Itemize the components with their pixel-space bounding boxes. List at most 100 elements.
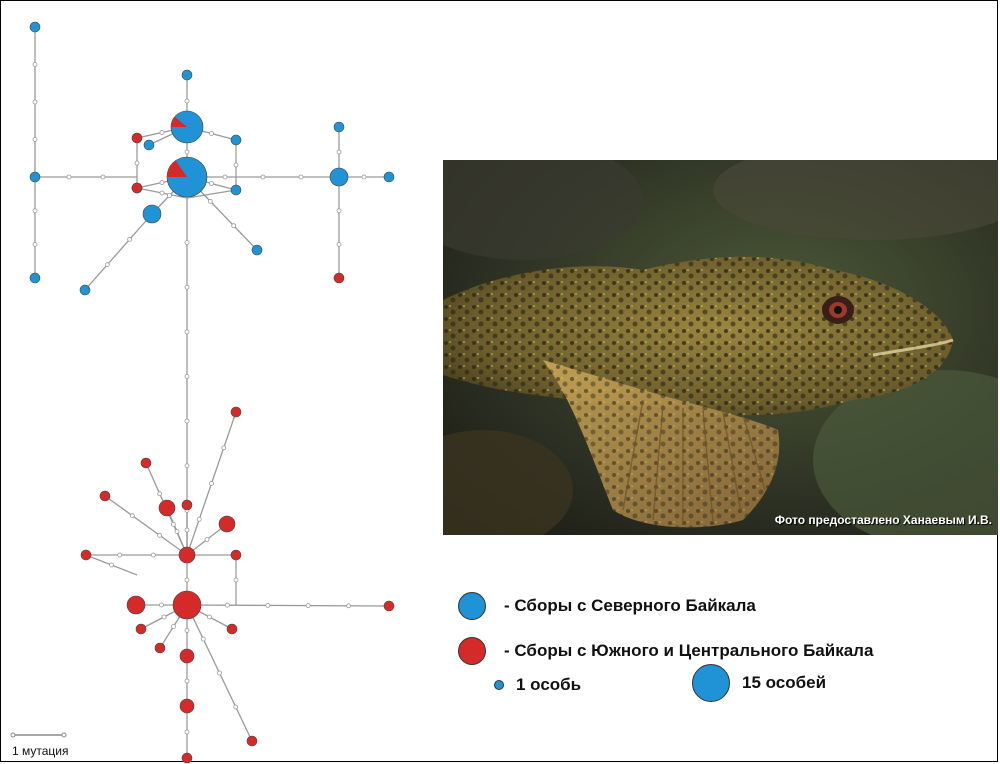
mutation-vertex bbox=[222, 446, 226, 450]
mutation-vertex bbox=[210, 482, 214, 486]
small-circle-icon bbox=[494, 680, 504, 690]
haplotype-node-n_left_bottom bbox=[30, 273, 40, 283]
north-circle-icon bbox=[458, 592, 486, 620]
mutation-vertex bbox=[185, 629, 189, 633]
mutation-vertex bbox=[225, 603, 229, 607]
mutation-vertex bbox=[33, 138, 37, 142]
haplotype-node-s_t5 bbox=[182, 500, 192, 510]
haplotype-node-n_left_mid bbox=[30, 172, 40, 182]
mutation-vertex bbox=[185, 285, 189, 289]
south-circle-icon bbox=[458, 637, 486, 665]
haplotype-node-s_t10 bbox=[384, 601, 394, 611]
mutation-vertex bbox=[261, 175, 265, 179]
haplotype-node-s_t7 bbox=[81, 550, 91, 560]
haplotype-node-n_c2 bbox=[231, 135, 241, 145]
haplotype-node-mixed_upper bbox=[171, 111, 203, 143]
mutation-vertex bbox=[234, 705, 238, 709]
legend-south: - Сборы с Южного и Центрального Байкала bbox=[458, 637, 873, 665]
mutation-vertex bbox=[158, 533, 162, 537]
haplotype-node-s_t14 bbox=[180, 649, 194, 663]
fish-photo: Фото предоставлено Ханаевым И.В. bbox=[443, 160, 998, 535]
haplotype-node-n_right_hub bbox=[330, 168, 348, 186]
mutation-vertex bbox=[201, 637, 205, 641]
mutation-vertex bbox=[208, 615, 212, 619]
mutation-vertex bbox=[172, 625, 176, 629]
mutation-vertex bbox=[135, 161, 139, 165]
legend-south-label: - Сборы с Южного и Центрального Байкала bbox=[504, 641, 873, 661]
haplotype-node-s_r1 bbox=[334, 273, 344, 283]
mutation-vertex bbox=[110, 563, 114, 567]
mutation-vertex bbox=[208, 199, 212, 203]
mutation-vertex bbox=[218, 671, 222, 675]
mutation-vertex bbox=[185, 99, 189, 103]
mutation-vertex bbox=[168, 194, 172, 198]
haplotype-node-s_t8 bbox=[231, 550, 241, 560]
haplotype-node-n_c7 bbox=[80, 285, 90, 295]
mutation-vertex bbox=[185, 679, 189, 683]
mutation-vertex bbox=[185, 419, 189, 423]
mutation-vertex bbox=[210, 132, 214, 136]
mutation-vertex bbox=[151, 553, 155, 557]
mutation-vertex bbox=[234, 163, 238, 167]
haplotype-node-n_upper_top bbox=[182, 70, 192, 80]
mutation-vertex bbox=[185, 150, 189, 154]
haplotype-node-s_t2 bbox=[141, 458, 151, 468]
photo-credit: Фото предоставлено Ханаевым И.В. bbox=[775, 513, 992, 527]
mutation-vertex bbox=[299, 175, 303, 179]
legend-size-large: 15 особей bbox=[692, 664, 826, 702]
haplotype-node-s_l1 bbox=[132, 183, 142, 193]
haplotype-node-n_c4 bbox=[231, 185, 241, 195]
haplotype-node-n_top_left bbox=[30, 22, 40, 32]
mutation-vertex bbox=[185, 464, 189, 468]
haplotype-node-n_right_top bbox=[334, 122, 344, 132]
haplotype-node-n_c6 bbox=[252, 245, 262, 255]
haplotype-node-s_t3 bbox=[100, 491, 110, 501]
mutation-vertex bbox=[33, 100, 37, 104]
legend-north-label: - Сборы с Северного Байкала bbox=[504, 596, 756, 616]
haplotype-node-s_hub1 bbox=[179, 547, 195, 563]
mutation-vertex bbox=[162, 615, 166, 619]
haplotype-node-s_u1 bbox=[132, 133, 142, 143]
mutation-vertex bbox=[185, 330, 189, 334]
mutation-vertex bbox=[118, 553, 122, 557]
mutation-vertex bbox=[33, 242, 37, 246]
mutation-vertex bbox=[347, 604, 351, 608]
legend-size-small: 1 особь bbox=[494, 675, 581, 695]
haplotype-network bbox=[0, 0, 440, 764]
mutation-vertex bbox=[223, 175, 227, 179]
mutation-vertex bbox=[185, 241, 189, 245]
haplotype-node-s_t4 bbox=[159, 500, 175, 516]
mutation-vertex bbox=[175, 530, 179, 534]
mutation-vertex bbox=[197, 517, 201, 521]
haplotype-node-s_t13 bbox=[155, 643, 165, 653]
mutation-vertex bbox=[266, 603, 270, 607]
mutation-vertex bbox=[128, 237, 132, 241]
haplotype-node-s_t17 bbox=[182, 753, 192, 763]
mutation-vertex bbox=[185, 730, 189, 734]
mutation-vertex bbox=[185, 528, 189, 532]
mutation-vertex bbox=[130, 514, 134, 518]
haplotype-node-s_t11 bbox=[136, 624, 146, 634]
mutation-vertex bbox=[67, 175, 71, 179]
haplotype-node-s_t12 bbox=[227, 624, 237, 634]
mutation-vertex bbox=[234, 578, 238, 582]
mutation-vertex bbox=[185, 578, 189, 582]
haplotype-node-s_hub2 bbox=[173, 591, 201, 619]
haplotype-node-s_t16 bbox=[247, 736, 257, 746]
network-edge bbox=[85, 214, 152, 290]
haplotype-node-mixed_central bbox=[167, 157, 207, 197]
mutation-vertex bbox=[232, 224, 236, 228]
network-edges bbox=[35, 27, 389, 758]
mutation-vertex bbox=[158, 492, 162, 496]
mutation-vertex bbox=[306, 604, 310, 608]
mutation-vertex bbox=[337, 209, 341, 213]
haplotype-node-s_t6 bbox=[219, 516, 235, 532]
haplotype-node-s_t1 bbox=[231, 407, 241, 417]
mutation-vertex bbox=[185, 375, 189, 379]
scale-bar-label: 1 мутация bbox=[12, 744, 69, 758]
mutation-vertex bbox=[160, 181, 164, 185]
mutation-vertex bbox=[33, 63, 37, 67]
legend-size-small-label: 1 особь bbox=[516, 675, 581, 695]
mutation-vertex bbox=[337, 150, 341, 154]
mutation-vertex bbox=[105, 263, 109, 267]
